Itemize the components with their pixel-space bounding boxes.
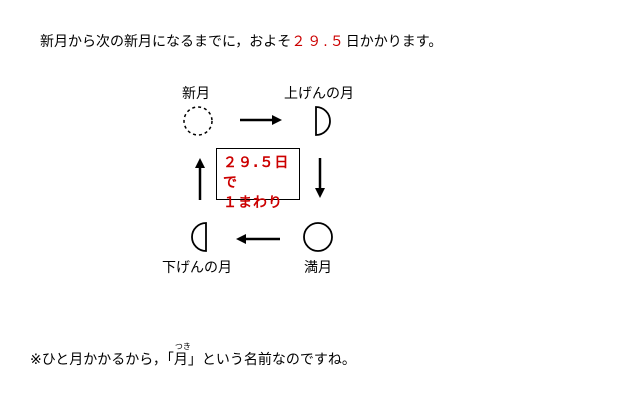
full-moon-icon [303,222,333,252]
footnote-word: つき月 [173,343,191,369]
new-moon-icon [183,106,213,136]
intro-text-before: 新月から次の新月になるまでに，およそ [40,34,292,50]
label-last-quarter: 下げんの月 [162,260,232,276]
label-first-quarter: 上げんの月 [284,86,354,102]
arrow-right-icon [240,115,282,125]
intro-sentence: 新月から次の新月になるまでに，およそ２９.５日かかります。 [40,34,442,50]
arrow-left-icon [236,234,280,244]
label-full-moon: 満月 [304,260,332,276]
last-quarter-moon-icon [191,222,207,252]
footnote: ※ひと月かかるから，「つき月」という名前なのですね。 [30,343,356,369]
intro-text-after: 日かかります。 [345,34,443,50]
footnote-before: ※ひと月かかるから，「 [30,352,174,368]
cycle-period-box: ２９.５日で １まわり [216,148,300,211]
first-quarter-moon-icon [315,106,331,136]
footnote-ruby: つき [174,342,191,351]
intro-days-value: ２９.５ [291,34,346,50]
footnote-word-text: 月 [173,352,188,368]
cycle-box-line-2: １まわり [223,195,283,211]
label-new-moon: 新月 [182,86,210,102]
arrow-down-icon [315,158,325,198]
cycle-box-line-1: ２９.５日で [223,155,290,191]
arrow-up-icon [195,158,205,200]
footnote-after: 」という名前なのですね。 [187,352,356,368]
